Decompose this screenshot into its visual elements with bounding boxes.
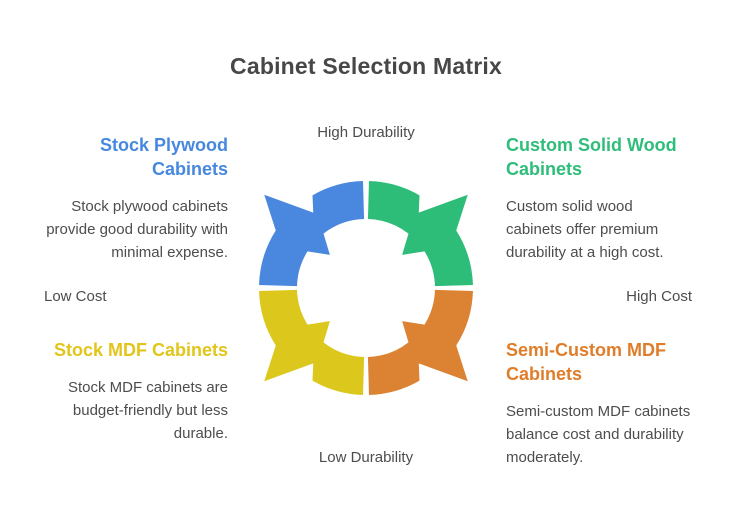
quadrant-heading: Stock MDF Cabinets xyxy=(53,340,228,360)
quadrant-heading: Custom Solid Wood Cabinets xyxy=(506,135,677,179)
quadrant-body: Custom solid wood cabinets offer premium… xyxy=(506,198,664,261)
axis-label-high-durability: High Durability xyxy=(317,124,415,141)
quadrant-custom-solid-wood-cabinets: Custom Solid Wood Cabinets Custom solid … xyxy=(506,133,718,264)
quadrant-heading: Semi-Custom MDF Cabinets xyxy=(506,340,667,384)
quadrant-stock-mdf-cabinets: Stock MDF Cabinets Stock MDF cabinets ar… xyxy=(16,338,228,445)
quadrant-semi-custom-mdf-cabinets: Semi-Custom MDF Cabinets Semi-custom MDF… xyxy=(506,338,718,469)
page-title: Cabinet Selection Matrix xyxy=(230,53,502,79)
cycle-arrows-diagram xyxy=(259,181,473,395)
quadrant-heading: Stock Plywood Cabinets xyxy=(99,135,228,179)
cycle-segment-top-right-arrow-icon xyxy=(367,181,473,287)
cycle-segment-bottom-left-arrow-icon xyxy=(259,289,365,395)
quadrant-body: Semi-custom MDF cabinets balance cost an… xyxy=(506,403,691,466)
cycle-segment-top-left-arrow-icon xyxy=(259,181,365,287)
axis-label-high-cost: High Cost xyxy=(626,288,692,305)
cycle-segment-bottom-right-arrow-icon xyxy=(367,289,473,395)
quadrant-body: Stock plywood cabinets provide good dura… xyxy=(46,198,228,261)
axis-label-low-durability: Low Durability xyxy=(318,449,414,466)
quadrant-stock-plywood-cabinets: Stock Plywood Cabinets Stock plywood cab… xyxy=(16,133,228,264)
quadrant-body: Stock MDF cabinets are budget-friendly b… xyxy=(67,379,228,442)
axis-label-low-cost: Low Cost xyxy=(44,288,107,305)
